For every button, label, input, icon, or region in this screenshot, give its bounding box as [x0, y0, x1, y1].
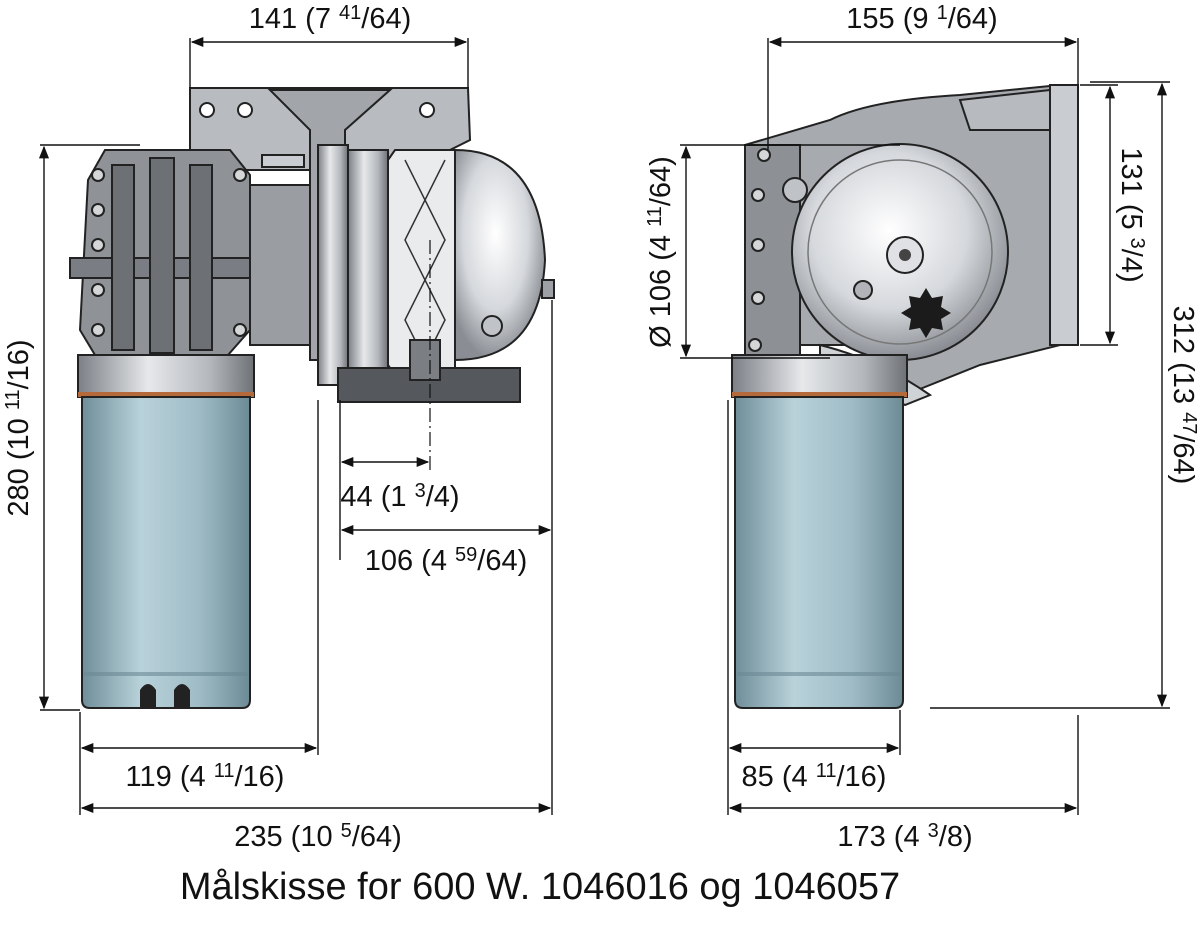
- label-44: 44 (1 3/4): [340, 480, 459, 513]
- label-119: 119 (4 11/16): [126, 760, 285, 793]
- motor-body: [81, 396, 251, 709]
- winch-front-view: [69, 87, 555, 709]
- label-280: 280 (10 11/16): [2, 339, 35, 516]
- motor-cap: [77, 354, 255, 398]
- label-141: 141 (7 41/64): [249, 2, 412, 35]
- label-312: 312 (13 47/64): [1167, 306, 1200, 485]
- star-nut: [901, 288, 951, 338]
- side-motor-body: [734, 396, 904, 709]
- label-173: 173 (4 3/8): [837, 820, 972, 853]
- side-motor-cap: [731, 354, 908, 398]
- dome-cover: [454, 148, 547, 362]
- label-85: 85 (4 11/16): [742, 760, 887, 793]
- dimension-lines: [38, 36, 1170, 815]
- winch-side-view: [731, 84, 1079, 709]
- label-155: 155 (9 1/64): [846, 2, 997, 35]
- label-dia-106: Ø 106 (4 11/64): [644, 156, 677, 348]
- drum-flange: [317, 144, 349, 386]
- label-131: 131 (5 3/4): [1115, 147, 1148, 282]
- figure-caption: Målskisse for 600 W. 1046016 og 1046057: [179, 866, 901, 908]
- label-235: 235 (10 5/64): [234, 820, 402, 853]
- label-106: 106 (4 59/64): [365, 544, 528, 577]
